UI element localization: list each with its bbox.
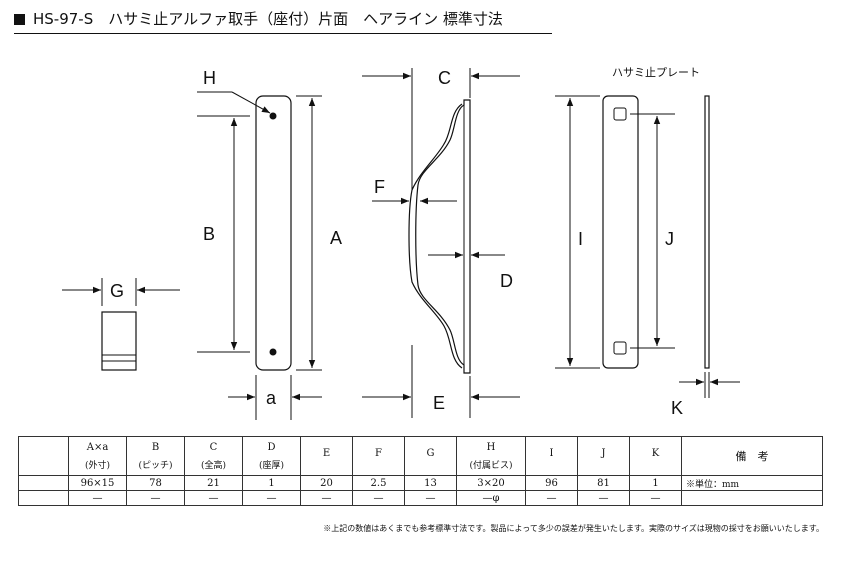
- table-cell: 3×20: [456, 475, 526, 491]
- table-cell: 1: [629, 475, 682, 491]
- title-underline: [14, 33, 552, 34]
- table-cell: 20: [300, 475, 353, 491]
- label-I: I: [578, 229, 583, 249]
- handle-front-body: [255, 95, 292, 371]
- label-C: C: [438, 68, 451, 88]
- label-A: A: [330, 228, 342, 248]
- label-a: a: [266, 388, 277, 408]
- spec-table: A×a(外寸) B(ピッチ) C(全高) D(座厚) E F G H(付属ビス)…: [18, 436, 823, 506]
- row2-note: [681, 490, 823, 506]
- label-H: H: [203, 68, 216, 88]
- table-cell: —φ: [456, 490, 526, 506]
- table-cell: 81: [577, 475, 630, 491]
- footnote: ※上記の数値はあくまでも参考標準寸法です。製品によって多少の誤差が発生いたします…: [323, 524, 824, 533]
- table-cell: 78: [126, 475, 185, 491]
- screw-hole-bottom: [269, 348, 277, 356]
- table-cell: —: [300, 490, 353, 506]
- technical-drawing: H B A a C F D E G I J K ハサミ止プレート: [62, 66, 740, 420]
- plate-front: [602, 95, 639, 369]
- table-corner: [18, 436, 69, 476]
- label-E: E: [433, 393, 445, 413]
- page-title: HS-97-S ハサミ止アルファ取手（座付）片面 ヘアライン 標準寸法: [14, 8, 503, 29]
- table-cell: 21: [184, 475, 243, 491]
- row-label: [18, 475, 69, 491]
- table-cell: 96×15: [68, 475, 127, 491]
- plate-slot-bottom: [613, 341, 627, 355]
- label-G: G: [110, 281, 124, 301]
- table-row: 96×15 78 21 1 20 2.5 13 3×20 96 81 1 ※単位…: [18, 475, 823, 491]
- table-cell: —: [126, 490, 185, 506]
- title-standard: 標準寸法: [442, 10, 503, 28]
- header-k: K: [629, 436, 682, 476]
- table-cell: —: [404, 490, 457, 506]
- handle-end-view: [101, 311, 137, 371]
- table-cell: —: [577, 490, 630, 506]
- handle-side-profile: [415, 99, 471, 374]
- table-cell: 2.5: [352, 475, 405, 491]
- table-cell: 1: [242, 475, 301, 491]
- label-K: K: [671, 398, 683, 418]
- plate-side: [704, 95, 710, 369]
- header-f: F: [352, 436, 405, 476]
- header-remarks: 備 考: [681, 436, 823, 476]
- header-c: C(全高): [184, 436, 243, 476]
- label-D: D: [500, 271, 513, 291]
- label-J: J: [665, 229, 674, 249]
- header-j: J: [577, 436, 630, 476]
- label-F: F: [374, 177, 385, 197]
- table-cell: —: [629, 490, 682, 506]
- header-b: B(ピッチ): [126, 436, 185, 476]
- square-bullet-icon: [14, 14, 25, 25]
- unit-note: ※単位：mm: [681, 475, 823, 491]
- header-i: I: [525, 436, 578, 476]
- table-cell: —: [525, 490, 578, 506]
- table-cell: 13: [404, 475, 457, 491]
- label-plate: ハサミ止プレート: [612, 66, 700, 79]
- table-cell: —: [242, 490, 301, 506]
- table-cell: 96: [525, 475, 578, 491]
- table-row: — — — — — — — —φ — — —: [18, 490, 823, 506]
- title-main: HS-97-S ハサミ止アルファ取手（座付）片面 ヘアライン: [33, 10, 439, 28]
- header-a-x-a: A×a(外寸): [68, 436, 127, 476]
- header-e: E: [300, 436, 353, 476]
- header-h: H(付属ビス): [456, 436, 526, 476]
- label-B: B: [203, 224, 215, 244]
- row-label: [18, 490, 69, 506]
- table-cell: —: [352, 490, 405, 506]
- header-d: D(座厚): [242, 436, 301, 476]
- plate-slot-top: [613, 107, 627, 121]
- screw-hole-top: [269, 112, 277, 120]
- table-cell: —: [68, 490, 127, 506]
- header-g: G: [404, 436, 457, 476]
- table-cell: —: [184, 490, 243, 506]
